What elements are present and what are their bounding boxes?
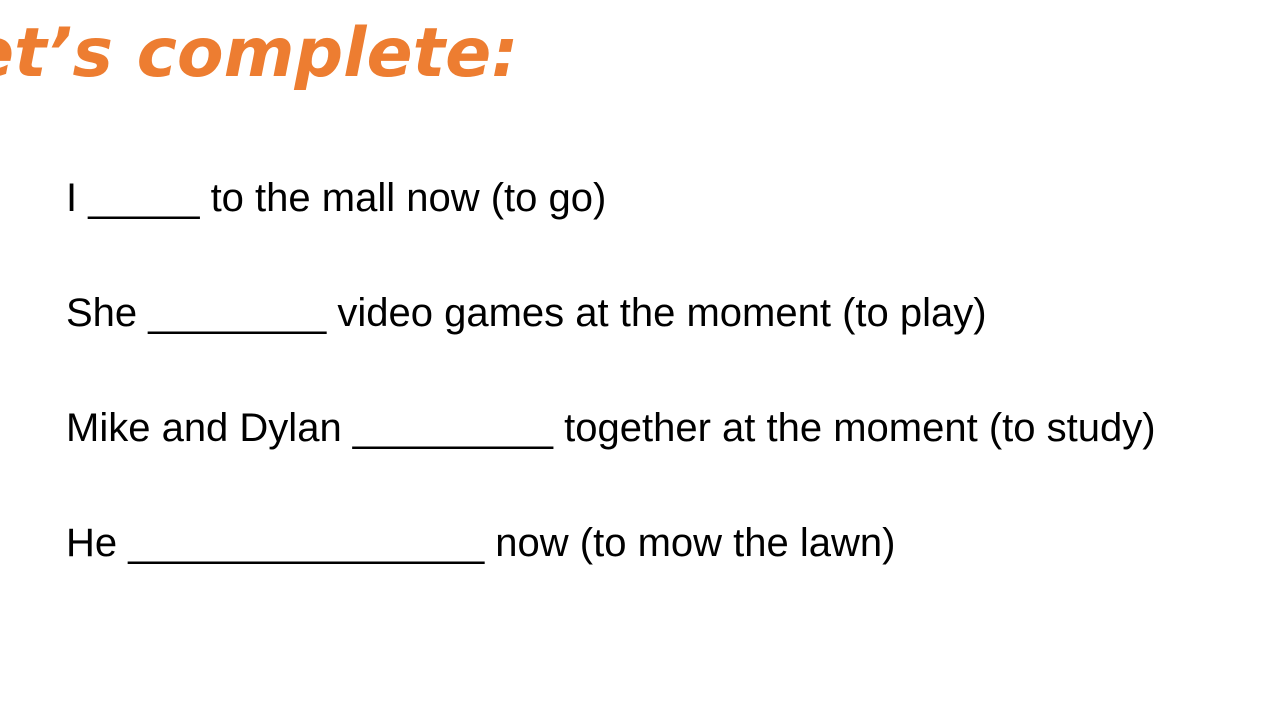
exercise-item-4: He ________________ now (to mow the lawn… [66, 521, 896, 565]
exercise-item-2: She ________ video games at the moment (… [66, 291, 987, 335]
exercise-item-1: I _____ to the mall now (to go) [66, 176, 607, 220]
exercise-item-3: Mike and Dylan _________ together at the… [66, 406, 1156, 450]
slide-title: et’s complete: [0, 14, 519, 93]
exercise-list: I _____ to the mall now (to go) She ____… [66, 170, 1156, 630]
